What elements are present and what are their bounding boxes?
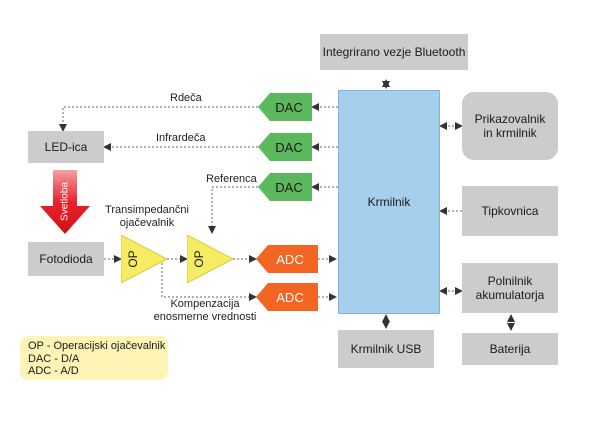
display-controller-block: Prikazovalnik in krmilnik — [462, 92, 558, 160]
red-signal-label: Rdeča — [170, 92, 202, 104]
dac-red: DAC — [258, 93, 312, 121]
display-controller-label: Prikazovalnik in krmilnik — [474, 112, 546, 140]
dc-compensation-label: Kompenzacija enosmerne vrednosti — [153, 298, 257, 323]
bluetooth-chip-label: Integrirano vezje Bluetooth — [322, 45, 466, 59]
microcontroller-block: Krmilnik — [338, 90, 440, 314]
light-label: Svetloba — [59, 182, 71, 221]
dac-infrared-label: DAC — [275, 140, 302, 155]
dac-infrared: DAC — [258, 133, 312, 161]
dac-reference-label: DAC — [275, 180, 302, 195]
light-arrow — [40, 170, 90, 234]
legend-item-dac: DAC - D/A — [28, 352, 80, 365]
keyboard-label: Tipkovnica — [481, 204, 539, 218]
led-block: LED-ica — [28, 131, 104, 163]
legend: OP - Operacijski ojačevalnik DAC - D/A A… — [20, 336, 168, 380]
battery-charger-block: Polnilnik akumulatorja — [462, 263, 558, 313]
photodiode-block: Fotodioda — [28, 242, 104, 276]
adc-compensation: ADC — [256, 283, 318, 311]
opamp-compensation-label: OP — [192, 250, 206, 267]
led-label: LED-ica — [44, 140, 88, 154]
legend-item-op: OP - Operacijski ojačevalnik — [28, 340, 166, 352]
reference-signal-label: Referenca — [206, 173, 257, 185]
adc-compensation-label: ADC — [276, 290, 303, 305]
bluetooth-chip-block: Integrirano vezje Bluetooth — [320, 34, 468, 70]
opamp-transimpedance-label: OP — [126, 250, 140, 267]
opamp-transimpedance: OP — [121, 235, 167, 283]
battery-label: Baterija — [489, 342, 531, 356]
adc-signal-label: ADC — [276, 252, 303, 267]
keyboard-block: Tipkovnica — [462, 186, 558, 236]
infrared-signal-label: Infrardeča — [156, 132, 206, 144]
adc-signal: ADC — [256, 245, 318, 273]
battery-charger-label: Polnilnik akumulatorja — [475, 274, 545, 302]
photodiode-label: Fotodioda — [39, 252, 93, 266]
usb-controller-block: Krmilnik USB — [338, 330, 434, 368]
battery-block: Baterija — [462, 333, 558, 365]
opamp-compensation: OP — [187, 235, 233, 283]
transimpedance-amplifier-label: Transimpedančni ojačevalnik — [105, 204, 189, 229]
dac-red-label: DAC — [275, 100, 302, 115]
legend-item-adc: ADC - A/D — [28, 365, 79, 377]
usb-controller-label: Krmilnik USB — [350, 342, 422, 356]
dac-reference: DAC — [258, 173, 312, 201]
microcontroller-label: Krmilnik — [367, 195, 411, 209]
